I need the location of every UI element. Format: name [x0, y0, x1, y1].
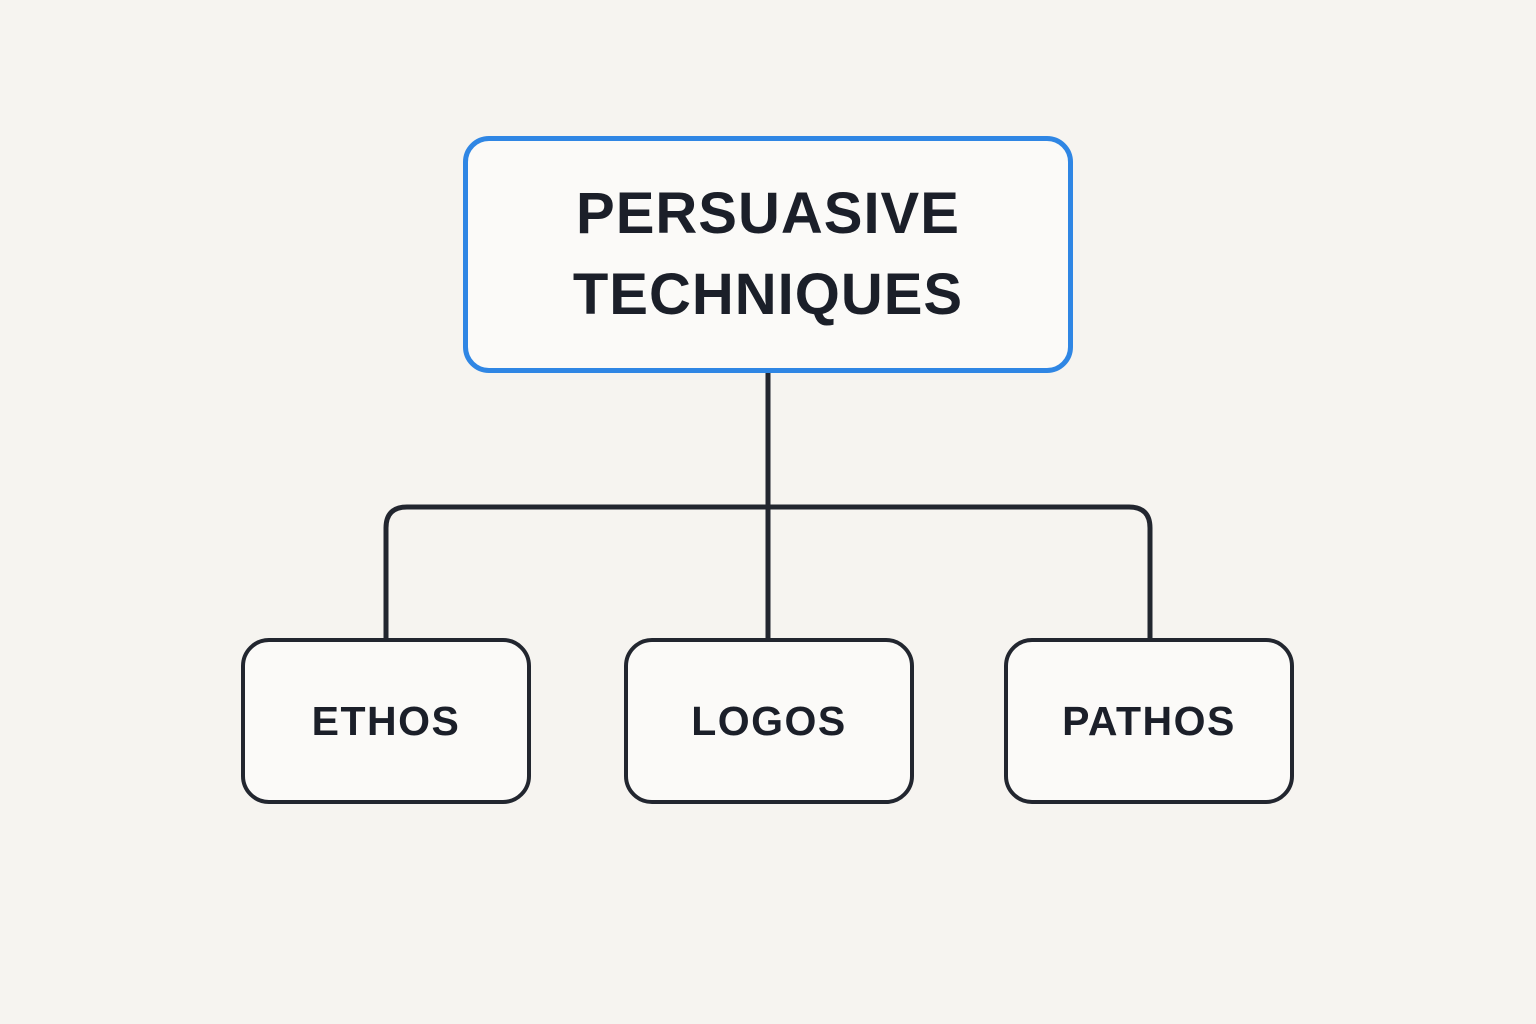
node-ethos-label: ETHOS [311, 697, 461, 744]
node-pathos-label: PATHOS [1062, 697, 1236, 744]
node-logos: LOGOS [624, 638, 914, 804]
connector-branch-rail [383, 504, 1153, 638]
node-logos-label: LOGOS [691, 697, 847, 744]
node-pathos: PATHOS [1004, 638, 1294, 804]
node-persuasive-techniques-label: PERSUASIVE TECHNIQUES [572, 181, 964, 327]
node-ethos: ETHOS [241, 638, 531, 804]
node-persuasive-techniques: PERSUASIVE TECHNIQUES [463, 136, 1073, 373]
